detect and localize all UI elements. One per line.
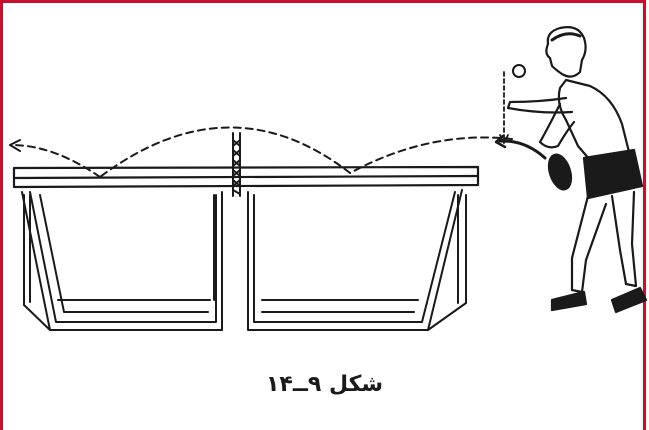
table-tennis-serve-illustration — [9, 26, 648, 331]
serve-arrow — [498, 139, 547, 160]
paddle — [547, 153, 573, 191]
table-top — [12, 165, 480, 189]
net — [232, 132, 241, 197]
player-shoe-right — [610, 286, 648, 314]
left-table-legs — [21, 191, 223, 331]
figure-caption: شکل ۹ــ۱۴ — [265, 372, 384, 397]
player-shorts — [582, 148, 644, 200]
ball — [512, 64, 526, 78]
arrowhead-left — [9, 139, 21, 152]
player-head — [545, 26, 587, 78]
player-shoe-left — [550, 290, 588, 312]
player — [506, 26, 648, 314]
ball-trajectory — [13, 126, 513, 178]
player-shirt — [557, 78, 632, 162]
right-table-legs — [247, 189, 467, 331]
